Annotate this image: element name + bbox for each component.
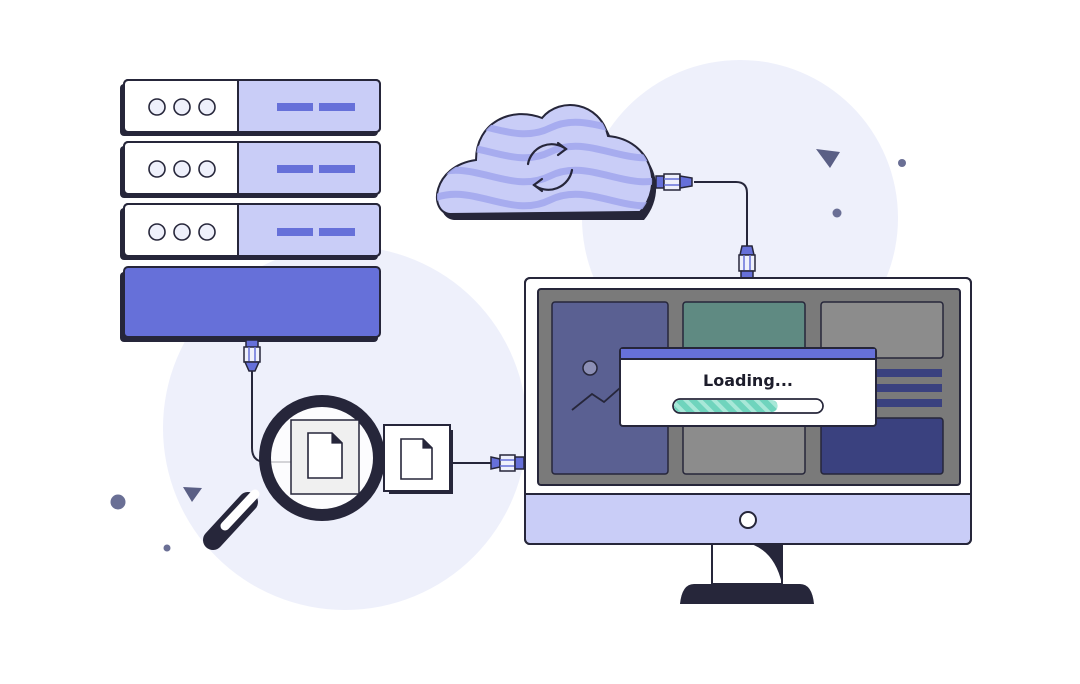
file-card-magnified [290, 419, 360, 495]
text-lines [872, 369, 942, 407]
cable-files-to-monitor [450, 454, 525, 472]
cloud [435, 104, 657, 220]
dot-decor [898, 159, 906, 167]
dot-decor [163, 544, 171, 552]
cable-connector [243, 339, 261, 372]
triangle-decor [816, 149, 840, 168]
cable-cloud-to-monitor [655, 173, 756, 279]
progress-bar-outline [672, 398, 824, 414]
server-unit [120, 203, 381, 260]
file-icon [400, 438, 433, 480]
monitor-stand [680, 541, 814, 604]
sync-icon [526, 141, 574, 193]
file-icon [307, 432, 343, 479]
file-card [383, 424, 453, 494]
magnifier-icon[interactable] [203, 395, 385, 550]
loading-text: Loading... [703, 371, 793, 390]
loading-dialog: Loading... [619, 347, 877, 427]
triangle-decor [183, 487, 202, 502]
screen-panel [820, 301, 944, 359]
progress-bar-fill [674, 400, 778, 412]
cable-connector [738, 245, 756, 279]
cable-connector [655, 173, 693, 191]
server-base [120, 266, 381, 342]
cable-connector [490, 454, 525, 472]
server-unit [120, 79, 381, 136]
dot-decor [110, 494, 126, 510]
server-unit [120, 141, 381, 198]
monitor-screen [537, 288, 961, 486]
monitor: Loading... [524, 277, 972, 604]
dot-decor [832, 208, 842, 218]
server-rack [120, 79, 381, 342]
power-button[interactable] [739, 511, 757, 529]
screen-panel [820, 417, 944, 475]
